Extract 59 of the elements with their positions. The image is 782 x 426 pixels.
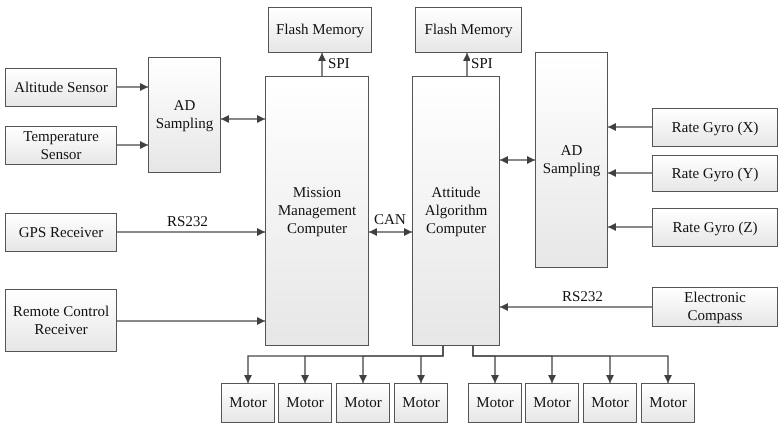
block-label: Motor	[533, 394, 571, 412]
block-box	[5, 289, 117, 352]
block-label: AD Sampling	[154, 97, 214, 133]
block-label: Rate Gyro (Z)	[672, 218, 758, 236]
block-box	[652, 208, 778, 247]
block-box	[221, 383, 275, 423]
block-label: Motor	[476, 394, 514, 412]
arrow	[117, 141, 148, 149]
block-box	[265, 76, 369, 346]
block-box	[5, 213, 117, 252]
arrow	[463, 53, 471, 76]
block-box	[641, 383, 695, 423]
arrow	[417, 346, 444, 383]
block-box	[394, 383, 448, 423]
block-box	[336, 383, 390, 423]
block-box	[5, 126, 117, 165]
arrow	[117, 228, 265, 236]
block-label: Temperature Sensor	[22, 128, 100, 164]
block-label: Motor	[229, 394, 267, 412]
block-label: Motor	[649, 394, 687, 412]
block-label: Flash Memory	[276, 21, 364, 39]
block-box	[652, 108, 778, 147]
arrow	[500, 156, 535, 164]
block-label: Flash Memory	[424, 21, 512, 39]
block-label: Motor	[402, 394, 440, 412]
arrow	[608, 169, 652, 177]
arrow	[500, 303, 652, 311]
block-box	[652, 287, 778, 327]
block-box	[525, 383, 579, 423]
arrow	[117, 317, 265, 325]
block-box	[468, 383, 522, 423]
block-box	[535, 52, 608, 268]
block-label: Motor	[344, 394, 382, 412]
arrow	[608, 223, 652, 231]
arrow	[472, 346, 672, 383]
block-label: Motor	[591, 394, 629, 412]
arrow	[608, 123, 652, 131]
block-label: Electronic Compass	[683, 289, 747, 325]
block-box	[415, 7, 522, 53]
arrow	[369, 228, 412, 236]
block-label: AD Sampling	[542, 142, 602, 178]
block-box	[652, 155, 778, 192]
block-label: Rate Gyro (X)	[672, 118, 758, 136]
block-label: Mission Management Computer	[276, 184, 358, 238]
block-label: Motor	[286, 394, 324, 412]
block-box	[5, 68, 117, 107]
arrow	[318, 53, 326, 76]
block-label: Remote Control Receiver	[12, 302, 110, 338]
block-label: Altitude Sensor	[14, 78, 108, 96]
block-label: Rate Gyro (Y)	[672, 164, 758, 182]
block-box	[583, 383, 637, 423]
block-box	[148, 57, 221, 173]
block-box	[268, 7, 372, 53]
arrow	[117, 83, 148, 91]
block-box	[412, 76, 500, 346]
block-label: GPS Receiver	[18, 224, 104, 242]
block-label: Attitude Algorithm Computer	[424, 184, 488, 238]
arrow	[221, 115, 265, 123]
block-box	[278, 383, 332, 423]
